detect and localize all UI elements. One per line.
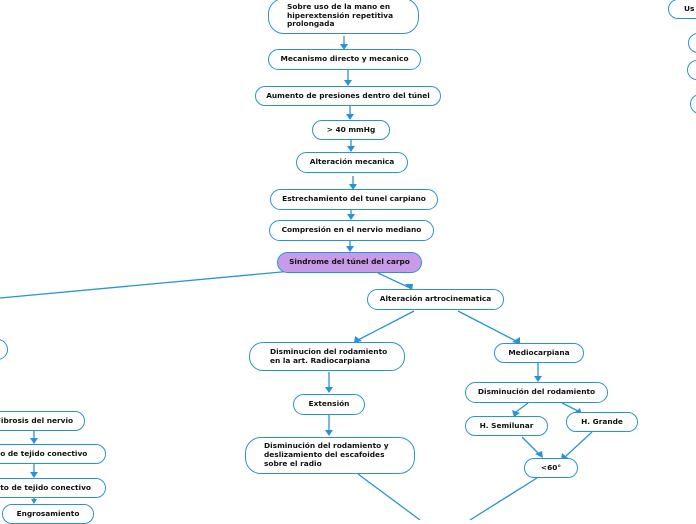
edge-artro-radio bbox=[357, 310, 415, 341]
arrowhead bbox=[340, 44, 348, 50]
node-mechanical-alteration[interactable]: Alteración mecanica bbox=[296, 152, 408, 173]
arrowhead bbox=[325, 387, 333, 393]
edge-lt60-bottom bbox=[469, 477, 538, 520]
edge-root-artro bbox=[377, 272, 411, 289]
node-capitate[interactable]: H. Grande bbox=[566, 412, 638, 432]
node-carpal-tunnel-syndrome[interactable]: Sindrome del túnel del carpo bbox=[277, 252, 422, 273]
arrowhead bbox=[354, 336, 362, 343]
edge-grande-lt60 bbox=[565, 431, 593, 457]
node-pressure-increase[interactable]: Aumento de presiones dentro del túnel bbox=[255, 86, 441, 106]
arrowhead bbox=[30, 472, 38, 478]
arrowhead bbox=[535, 451, 543, 458]
arrowhead bbox=[325, 430, 333, 436]
arrowhead bbox=[344, 80, 352, 86]
node-thickening[interactable]: Engrosamiento bbox=[2, 504, 94, 524]
node-mmhg[interactable]: > 40 mmHg bbox=[312, 120, 390, 140]
edges bbox=[0, 36, 593, 520]
node-scaphoid-gliding[interactable]: Disminución del rodamiento y deslizamien… bbox=[245, 437, 415, 474]
node-arthrokinematic-alteration[interactable]: Alteración artrocinematica bbox=[367, 289, 504, 310]
node-connective-tissue-2[interactable]: nto de tejido conectivo bbox=[0, 478, 106, 498]
node-nerve-fibrosis[interactable]: Fibrosis del nervio bbox=[0, 411, 85, 431]
edge-dism-semilunar bbox=[515, 402, 529, 413]
node-radiocarpal-rolling[interactable]: Disminucion del rodamiento en la art. Ra… bbox=[249, 342, 405, 371]
arrowhead bbox=[346, 114, 354, 120]
arrowhead bbox=[347, 214, 355, 220]
edge-dism-grande bbox=[561, 402, 579, 412]
node-top-right-partial[interactable]: Us bbox=[668, 0, 696, 19]
arrowhead bbox=[349, 184, 357, 190]
edge-root-left bbox=[0, 269, 304, 299]
node-direct-mechanism[interactable]: Mecanismo directo y mecanico bbox=[268, 49, 421, 70]
edge-artro-medio bbox=[457, 310, 517, 342]
arrowhead bbox=[512, 410, 520, 417]
node-extension[interactable]: Extensión bbox=[293, 394, 365, 415]
arrowhead bbox=[31, 499, 37, 504]
node-semilunar[interactable]: H. Semilunar bbox=[465, 416, 548, 436]
node-under-60[interactable]: <60° bbox=[524, 458, 578, 478]
node-overuse-hand[interactable]: Sobre uso de la mano en hiperextensión r… bbox=[268, 0, 419, 34]
node-rolling-decrease[interactable]: Disminución del rodamiento bbox=[465, 382, 608, 403]
edge-semilunar-lt60 bbox=[521, 436, 541, 456]
arrowhead bbox=[534, 376, 542, 382]
node-midcarpal[interactable]: Mediocarpiana bbox=[494, 343, 584, 363]
arrowhead bbox=[30, 438, 38, 444]
node-median-compression[interactable]: Compresión en el nervio mediano bbox=[269, 220, 434, 241]
arrowhead bbox=[512, 337, 520, 344]
node-connective-tissue-1[interactable]: to de tejido conectivo bbox=[0, 444, 106, 464]
arrowhead bbox=[346, 246, 354, 252]
arrowhead bbox=[347, 146, 355, 152]
edge-escafoides-bottom bbox=[357, 473, 421, 520]
node-tunnel-narrowing[interactable]: Estrechamiento del tunel carpiano bbox=[270, 189, 438, 210]
